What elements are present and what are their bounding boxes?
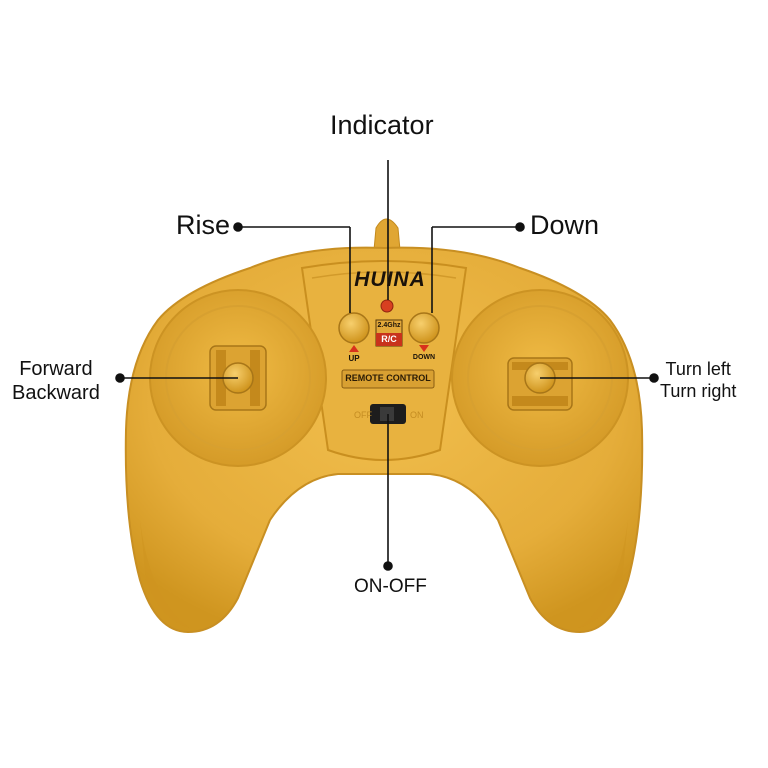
left-stick-label: Forward Backward [12, 357, 100, 405]
switch-off-mark: OFF [354, 410, 372, 420]
down-label: Down [530, 210, 600, 240]
up-arrow-icon [349, 345, 359, 352]
rise-label: Rise [176, 210, 231, 240]
indicator-label: Indicator [330, 110, 434, 140]
turn-right-label: Turn right [660, 381, 737, 401]
down-arrow-icon [419, 345, 429, 352]
remote-control-banner [341, 369, 435, 389]
rc-label: R/C [381, 334, 397, 344]
antenna [373, 218, 401, 251]
rise-button[interactable] [338, 312, 370, 344]
turn-left-label: Turn left [665, 359, 731, 379]
forward-label: Forward [19, 358, 93, 380]
indicator-led [380, 299, 394, 313]
center-panel [300, 260, 468, 461]
banner-text: REMOTE CONTROL [345, 373, 431, 383]
switch-on-mark: ON [410, 410, 424, 420]
down-button-label: DOWN [412, 354, 436, 361]
right-stick-label: Turn left Turn right [660, 358, 736, 402]
callout-lines [115, 160, 659, 571]
down-button[interactable] [408, 312, 440, 344]
up-button-label: UP [348, 354, 360, 363]
frequency-label: 2.4Ghz [377, 322, 401, 329]
brand-logo: HUINA [354, 268, 426, 291]
backward-label: Backward [12, 382, 100, 404]
on-off-label: ON-OFF [354, 576, 427, 597]
